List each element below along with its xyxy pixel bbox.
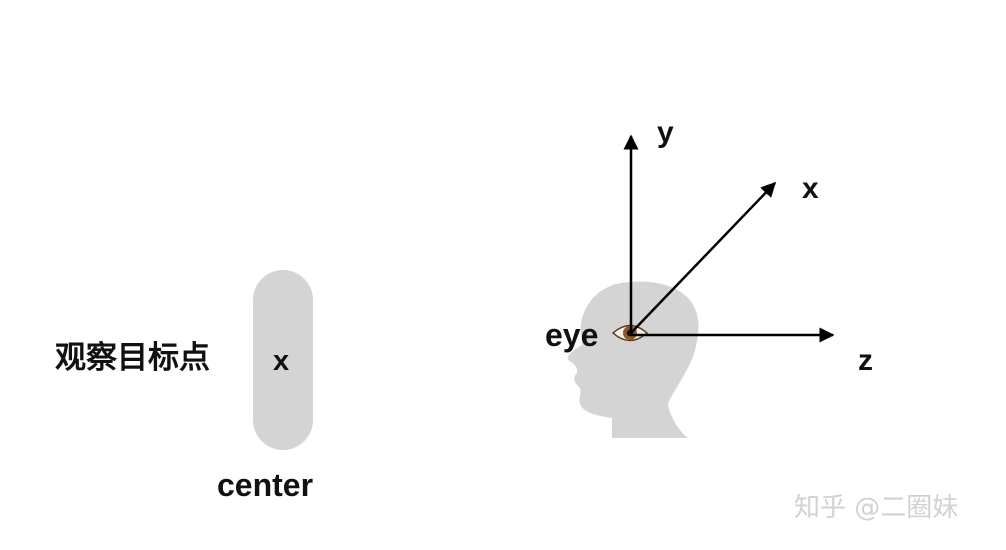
x-axis-arrow	[630, 181, 777, 334]
center-label: center	[217, 467, 314, 503]
target-cylinder	[253, 270, 313, 450]
observation-target-label: 观察目标点	[55, 340, 210, 376]
y-axis-label: y	[657, 116, 674, 149]
eye-label: eye	[545, 317, 599, 353]
target-axis-label: x	[273, 345, 290, 377]
x-axis-label: x	[802, 172, 819, 205]
zhihu-watermark: 知乎 @二圈妹	[794, 493, 959, 523]
z-axis-label: z	[858, 344, 873, 377]
head-silhouette	[567, 281, 699, 438]
